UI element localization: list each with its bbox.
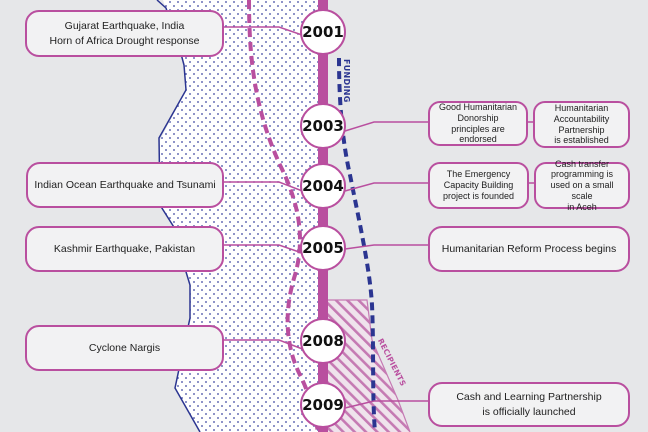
connector-2001: [222, 26, 306, 37]
connector-2008: [222, 339, 306, 351]
left-connectors: [222, 26, 306, 351]
event-box-2004-right-a: The Emergency Capacity Building project …: [428, 162, 529, 209]
funding-dashed-curve: [337, 57, 377, 432]
event-box-2009-right: Cash and Learning Partnership is officia…: [428, 382, 630, 427]
magenta-dashed-curve: [247, 0, 320, 432]
recipients-hatched-region: [328, 300, 410, 432]
event-box-2008-left: Cyclone Nargis: [25, 325, 224, 371]
year-node-2001: 2001: [300, 9, 346, 55]
funding-label: FUNDING: [342, 59, 351, 103]
year-node-2009: 2009: [300, 382, 346, 428]
connector-2004-right: [344, 182, 428, 192]
recipients-edge: [328, 299, 411, 432]
connector-2004: [222, 181, 306, 193]
event-box-2003-right-b: Humanitarian Accountability Partnership …: [533, 101, 630, 148]
timeline-bar: [318, 0, 328, 432]
event-box-2001-left: Gujarat Earthquake, India Horn of Africa…: [25, 10, 224, 57]
connector-2005-right: [344, 244, 428, 250]
year-node-2008: 2008: [300, 318, 346, 364]
connector-2003: [344, 121, 428, 132]
year-node-2005: 2005: [300, 225, 346, 271]
event-box-2005-left: Kashmir Earthquake, Pakistan: [25, 226, 224, 272]
year-node-2003: 2003: [300, 103, 346, 149]
year-node-2004: 2004: [300, 163, 346, 209]
right-connectors: [344, 121, 535, 409]
connector-2009-right: [344, 400, 428, 409]
event-box-2004-right-b: Cash transfer programming is used on a s…: [534, 159, 630, 212]
event-box-2005-right: Humanitarian Reform Process begins: [428, 226, 630, 272]
event-box-2003-right-a: Good Humanitarian Donorship principles a…: [428, 101, 528, 146]
dotted-region-pattern: [160, 0, 318, 432]
event-box-2004-left: Indian Ocean Earthquake and Tsunami: [26, 162, 224, 208]
connector-2005: [222, 244, 306, 255]
